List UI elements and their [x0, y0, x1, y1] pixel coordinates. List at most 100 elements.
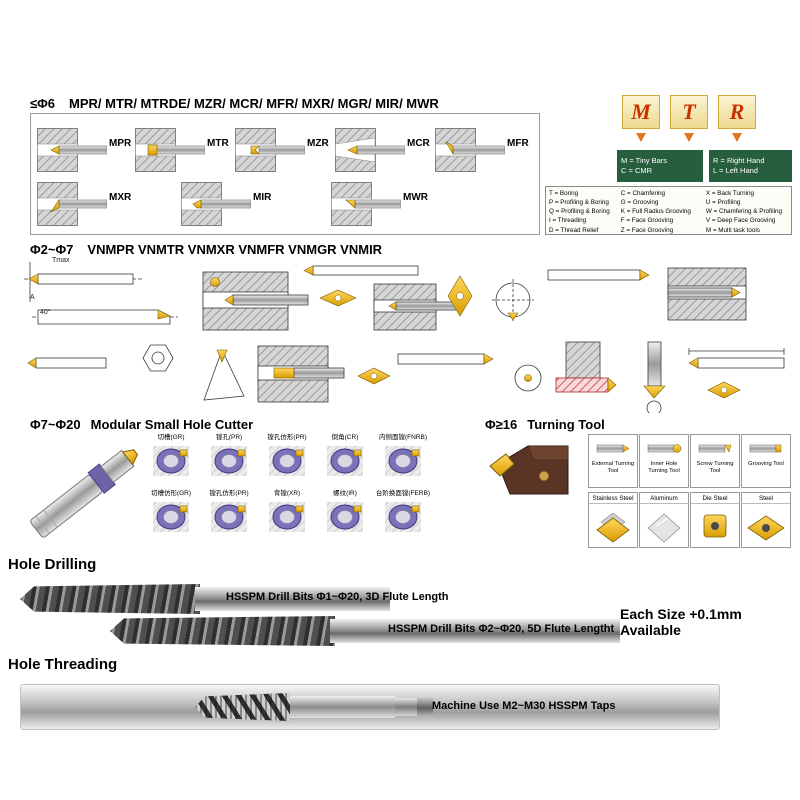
head-type-label: 切槽仿形(GR): [150, 490, 192, 497]
legend-entry: G = Grooving: [620, 199, 659, 207]
code-letter-m: M: [622, 95, 660, 129]
head-type-label: 镗孔(PR): [215, 434, 243, 441]
tap-body: [290, 696, 395, 718]
letter-r: R: [729, 99, 745, 124]
tool-diagram-mwr: MWR: [331, 182, 429, 228]
tool-type-icon: [647, 444, 682, 453]
boring-bar-drawing: [331, 182, 401, 226]
tool-diagram-mir: MIR: [181, 182, 279, 228]
insert-image: [596, 512, 630, 543]
legend-m-line2: C = CMR: [621, 166, 653, 175]
tool-model-label: MIR: [253, 192, 272, 203]
cutter-head-image: [153, 445, 189, 476]
tool-diagram-mtr: MTR: [135, 128, 233, 174]
code-letter-t: T: [670, 95, 708, 129]
cutter-head-cell: 内侧面镗(FNRB): [374, 434, 432, 488]
size-availability-note: Each Size +0.1mm Available: [620, 606, 742, 638]
drill-shank: [195, 587, 390, 611]
size-range-label: Φ≥16: [485, 417, 518, 432]
legend-entry: V = Deep Face Grooving: [705, 217, 776, 225]
tool-model-label: MFR: [507, 138, 529, 149]
cutter-heads-row-2: 切槽仿形(GR) 镗孔仿形(PR) 背镗(XR) 螺纹(IR) 台阶换面镗(FE…: [142, 490, 432, 544]
cutter-head-image: [211, 501, 247, 532]
size-range-label: Φ2~Φ7: [30, 242, 74, 257]
legend-entry: U = Profiling: [705, 199, 741, 207]
boring-bar-drawing: [37, 128, 107, 172]
hole-drilling-header: Hole Drilling: [8, 556, 97, 573]
insert-image: [703, 514, 727, 538]
arrow-down-icon: [732, 133, 742, 142]
boring-bar-drawing: [335, 128, 405, 172]
cutter-head-cell: 切槽(GR): [142, 434, 200, 488]
legend-entry: X = Back Turning: [705, 190, 755, 197]
drill-bit-image-5d: [110, 616, 620, 646]
head-type-label: 倒角(CR): [331, 434, 359, 441]
legend-column-1: T = Boring P = Profiling & Boring Q = Pr…: [549, 189, 618, 234]
letter-code-legend: T = Boring P = Profiling & Boring Q = Pr…: [545, 186, 792, 235]
legend-entry: I = Threading: [549, 217, 587, 225]
legend-entry: K = Full Radius Grooving: [620, 208, 691, 216]
cutter-head-image: [269, 501, 305, 532]
insert-image: [647, 513, 681, 543]
size-range-label: Φ7~Φ20: [30, 417, 81, 432]
cutter-head-cell: 倒角(CR): [316, 434, 374, 488]
a-annotation: A: [30, 294, 35, 301]
tool-type-label: Screw Turning Tool: [696, 461, 734, 474]
cutter-head-cell: 螺纹(IR): [316, 490, 374, 544]
material-label: Aluminum: [640, 493, 688, 504]
section-title: Turning Tool: [527, 417, 605, 432]
tap-neck: [395, 698, 417, 716]
boring-bar-drawing: [181, 182, 251, 226]
tool-type-label: Inner Hole Turning Tool: [648, 461, 680, 474]
turning-tool-holder-image: [489, 445, 569, 495]
tool-type-icon: [749, 444, 782, 453]
legend-entry: W = Chamfering & Profiling: [705, 208, 782, 216]
cutter-head-cell: 台阶换面镗(FERB): [374, 490, 432, 544]
tool-type-box: Inner Hole Turning Tool: [639, 434, 689, 488]
letter-m: M: [631, 99, 651, 124]
tool-model-label: MPR: [109, 138, 132, 149]
drill-flutes: [20, 584, 200, 614]
legend-entry: D = Thread Relief: [549, 226, 599, 234]
drill-shank: [330, 619, 620, 643]
angle-annotation: 40°: [40, 309, 51, 316]
cutter-head-image: [269, 445, 305, 476]
insert-materials-row: Stainless Steel Aluminum Die Steel Steel: [588, 492, 792, 548]
material-cell: Die Steel: [690, 492, 740, 548]
head-type-label: 内侧面镗(FNRB): [378, 434, 428, 441]
tool-type-label: External Turning Tool: [591, 461, 635, 474]
head-type-label: 背镗(XR): [273, 490, 301, 497]
tool-model-label: MZR: [307, 138, 329, 149]
tool-diagram-mfr: MFR: [435, 128, 533, 174]
section-turning-header: Φ≥16 Turning Tool: [485, 417, 605, 432]
tool-type-box: Screw Turning Tool: [690, 434, 740, 488]
arrow-down-icon: [636, 133, 646, 142]
legend-r-line1: R = Right Hand: [713, 155, 765, 165]
tap-image: [195, 689, 440, 725]
cutter-head-image: [211, 445, 247, 476]
material-label: Stainless Steel: [589, 493, 637, 504]
tool-diagram-mcr: MCR: [335, 128, 433, 174]
tap-label: Machine Use M2~M30 HSSPM Taps: [432, 700, 616, 712]
size-range-label: ≤Φ6: [30, 96, 56, 111]
drill-bit-image-3d: [20, 584, 390, 614]
tool-model-label: MCR: [407, 138, 430, 149]
drill-3d-label: HSSPM Drill Bits Φ1~Φ20, 3D Flute Length: [226, 591, 449, 603]
vnm-technical-drawings: [24, 262, 785, 413]
legend-entry: M = Multi task tools: [705, 226, 760, 234]
cutter-heads-row-1: 切槽(GR) 镗孔(PR) 镗孔仿形(PR) 倒角(CR) 内侧面镗(FNRB): [142, 434, 432, 488]
cutter-head-cell: 切槽仿形(GR): [142, 490, 200, 544]
legend-m-box: M = Tiny Bars C = CMR: [617, 150, 703, 182]
drill-flutes: [110, 616, 335, 646]
cutter-head-cell: 镗孔(PR): [200, 434, 258, 488]
boring-bar-drawing: [235, 128, 305, 172]
material-cell: Aluminum: [639, 492, 689, 548]
code-letter-r: R: [718, 95, 756, 129]
cutter-head-cell: 镗孔仿形(PR): [258, 434, 316, 488]
legend-entry: Q = Profiling & Boring: [549, 208, 610, 216]
cutter-head-image: [385, 445, 421, 476]
